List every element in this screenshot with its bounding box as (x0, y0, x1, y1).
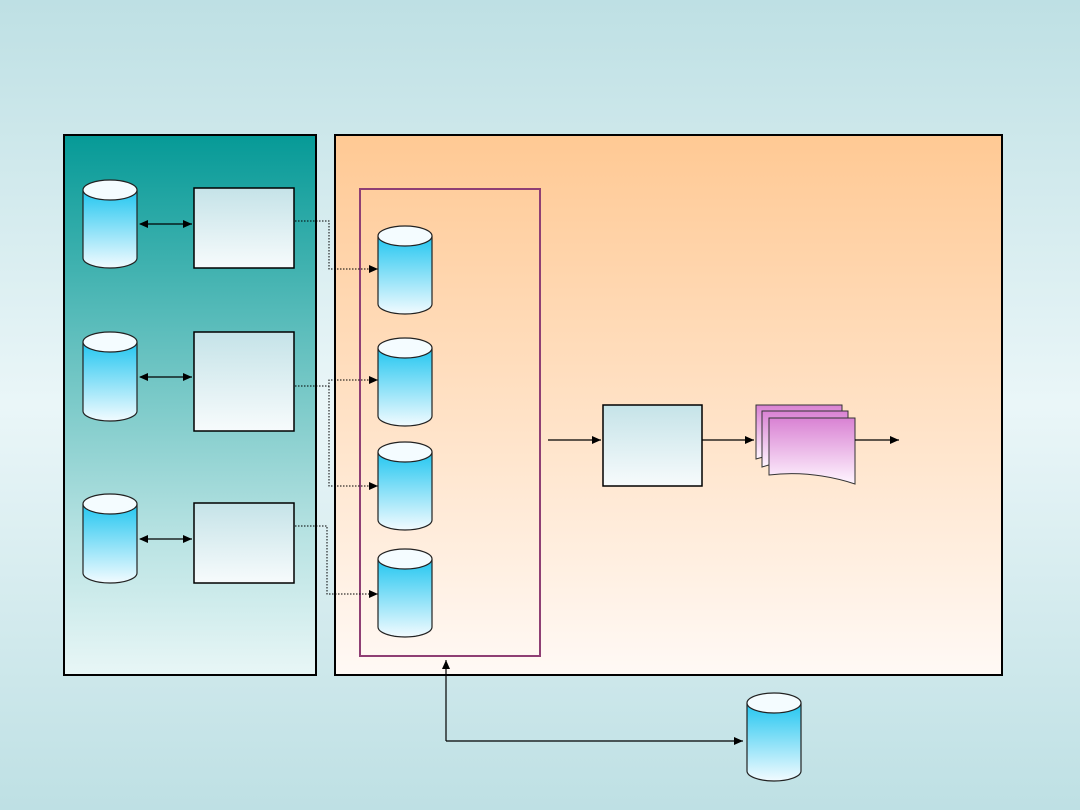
staging-group-frame (359, 188, 541, 657)
source-process-box (193, 502, 295, 584)
staging-database-icon (377, 337, 433, 427)
source-process-box (193, 187, 295, 269)
dotted-flow-connector (295, 525, 378, 598)
dotted-flow-connector (295, 376, 378, 387)
source-database-icon (82, 331, 138, 422)
dotted-flow-connector (328, 386, 378, 490)
external-database-icon (746, 692, 802, 782)
source-database-icon (82, 179, 138, 269)
source-process-box (193, 331, 295, 432)
staging-database-icon (377, 225, 433, 315)
dotted-flow-connector (295, 220, 378, 273)
central-process-box (602, 404, 703, 487)
staging-database-icon (377, 441, 433, 531)
staging-database-icon (377, 548, 433, 638)
source-database-icon (82, 493, 138, 584)
document-stack-icon (755, 404, 856, 485)
